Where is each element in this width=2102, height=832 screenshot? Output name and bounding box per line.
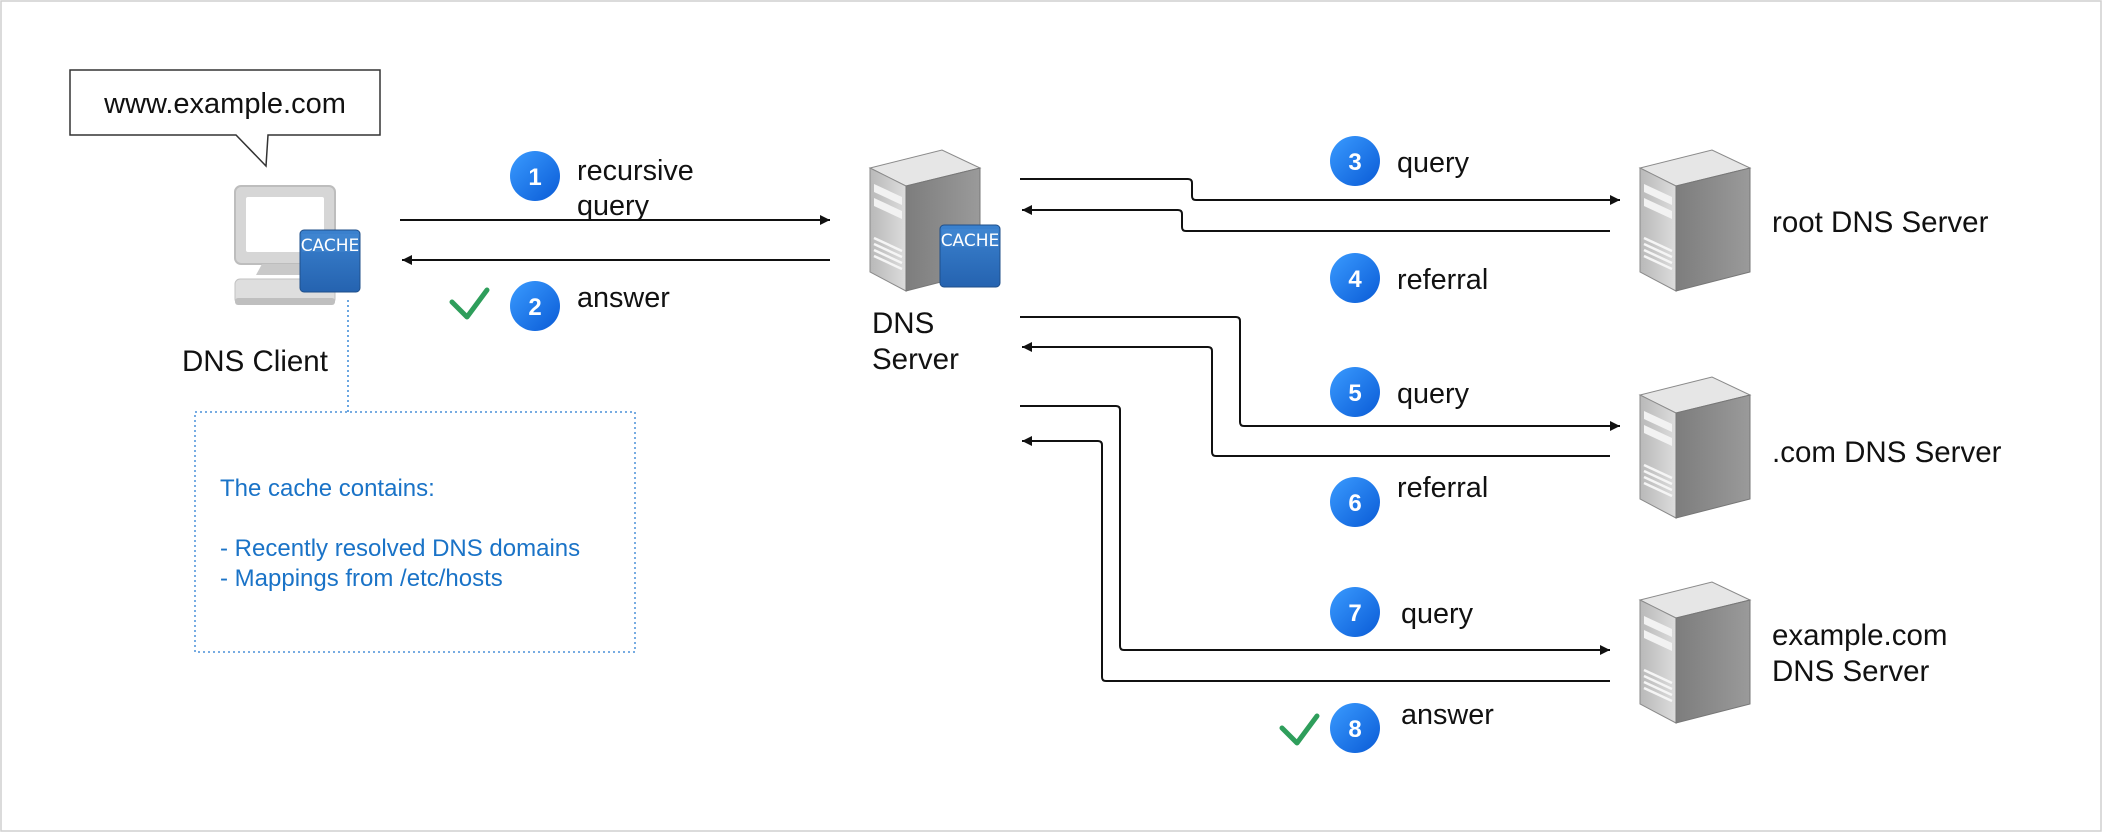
com-server-label: .com DNS Server <box>1772 436 2002 469</box>
step-6-label: referral <box>1397 472 1488 504</box>
step-8-number: 8 <box>1348 716 1361 743</box>
step-6-badge: 6 <box>1330 477 1380 527</box>
dns-server-label-line2: Server <box>872 343 959 376</box>
root-query-arrow <box>1020 178 1620 205</box>
step-5-label: query <box>1397 378 1470 410</box>
step-2-number: 2 <box>528 294 541 321</box>
dns-client-label: DNS Client <box>182 345 328 378</box>
step-5-badge: 5 <box>1330 367 1380 417</box>
step-4-label: referral <box>1397 264 1488 296</box>
cache-note: The cache contains: - Recently resolved … <box>194 411 636 653</box>
step-1-label-line1: recursive <box>577 155 694 187</box>
dns-server-label-line1: DNS <box>872 307 934 340</box>
final-answer-check-icon <box>1279 713 1320 746</box>
step-8-label: answer <box>1401 699 1494 731</box>
step-7-number: 7 <box>1348 600 1361 627</box>
com-server-icon <box>1638 375 1752 520</box>
com-referral-arrow <box>1022 342 1610 457</box>
step-4-number: 4 <box>1348 266 1362 293</box>
client-cache-badge: CACHE <box>299 229 361 293</box>
cache-note-item-1: - Recently resolved DNS domains <box>220 535 580 562</box>
step-1-number: 1 <box>528 164 541 191</box>
step-6-number: 6 <box>1348 490 1361 517</box>
example-answer-arrow <box>1022 436 1610 682</box>
cache-note-item-2: - Mappings from /etc/hosts <box>220 565 503 592</box>
step-5-number: 5 <box>1348 380 1361 407</box>
step-8-badge: 8 <box>1330 703 1380 753</box>
example-server-icon <box>1638 580 1752 725</box>
callout-url: www.example.com <box>103 88 346 120</box>
step-7-label: query <box>1401 598 1474 630</box>
answer-check-icon <box>449 287 490 320</box>
root-server-icon <box>1638 148 1752 293</box>
root-referral-arrow <box>1022 205 1610 232</box>
step-1-label-line2: query <box>577 190 650 222</box>
step-2-label: answer <box>577 282 670 314</box>
step-7-badge: 7 <box>1330 587 1380 637</box>
step-3-label: query <box>1397 147 1470 179</box>
root-server-label: root DNS Server <box>1772 206 1989 239</box>
dns-server-cache-badge: CACHE <box>939 224 1001 288</box>
step-3-number: 3 <box>1348 149 1361 176</box>
example-server-label-line2: DNS Server <box>1772 655 1930 688</box>
com-query-arrow <box>1020 316 1620 431</box>
client-cache-label: CACHE <box>301 236 360 256</box>
example-server-label-line1: example.com <box>1772 619 1947 652</box>
step-2-badge: 2 <box>510 281 560 331</box>
step-3-badge: 3 <box>1330 136 1380 186</box>
example-query-arrow <box>1020 405 1610 655</box>
step-4-badge: 4 <box>1330 253 1380 303</box>
dns-server-cache-label: CACHE <box>941 231 1000 251</box>
step-1-badge: 1 <box>510 151 560 201</box>
callout-bubble: www.example.com <box>69 69 381 168</box>
cache-note-title: The cache contains: <box>220 475 435 502</box>
